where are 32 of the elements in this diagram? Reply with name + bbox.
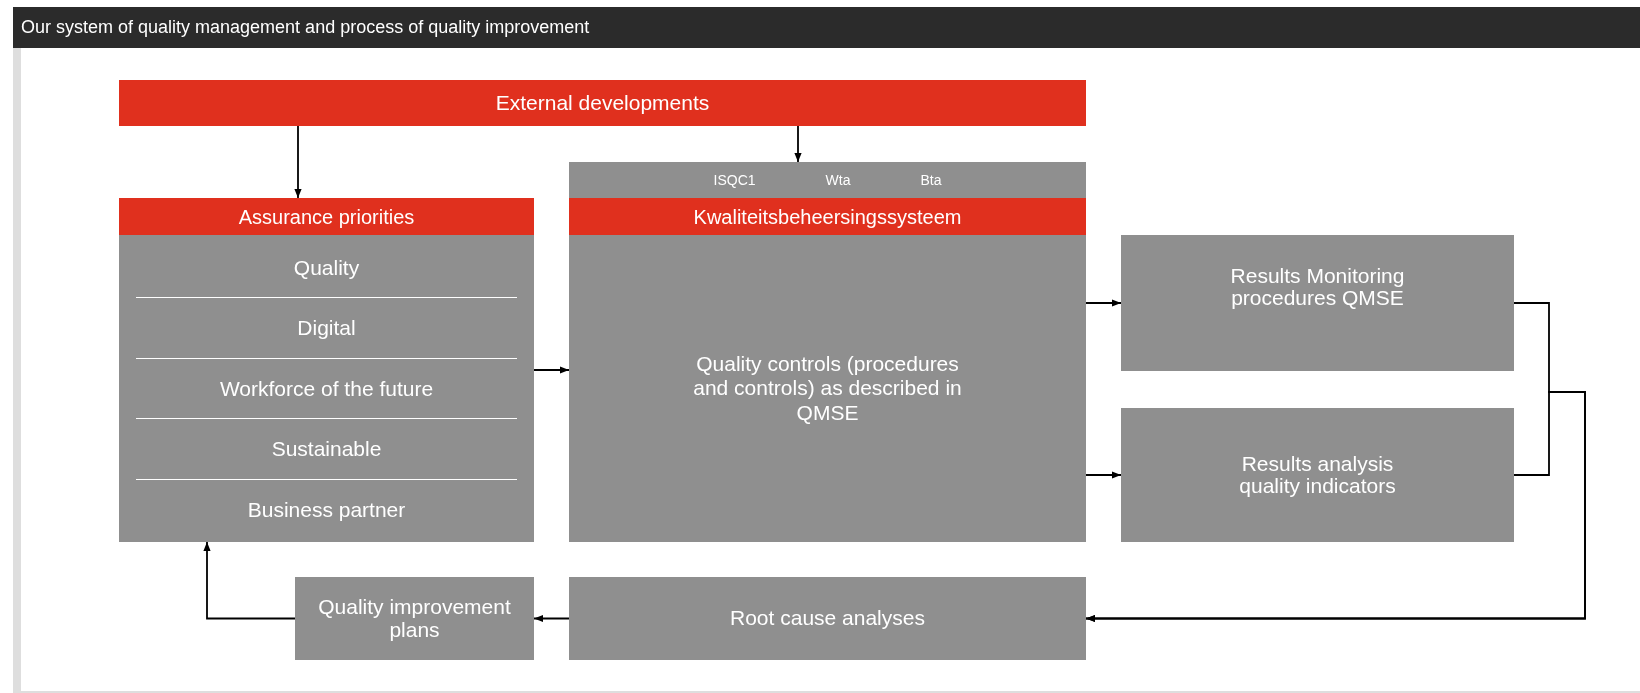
connector-arrow bbox=[533, 366, 570, 374]
connector-arrow bbox=[1085, 391, 1586, 623]
connector-arrow bbox=[294, 125, 302, 199]
band-title: External developments bbox=[495, 90, 710, 117]
panel-body-text: Quality controls (procedures and controls) as described in QMSE bbox=[692, 352, 963, 425]
process-box bbox=[569, 577, 1086, 660]
process-box bbox=[1121, 408, 1514, 542]
box-text: Root cause analyses bbox=[730, 607, 925, 630]
connector-arrow bbox=[1085, 299, 1122, 307]
list-item: Quality bbox=[293, 254, 360, 281]
process-box bbox=[1121, 235, 1514, 371]
box-text: Results Monitoring procedures QMSE bbox=[1229, 264, 1406, 311]
standard-label: Bta bbox=[920, 170, 942, 190]
connector-arrow bbox=[533, 614, 570, 623]
list-item: Sustainable bbox=[271, 436, 382, 463]
connector-arrow bbox=[1085, 471, 1122, 479]
priorities-panel bbox=[119, 198, 534, 542]
list-item: Workforce of the future bbox=[219, 375, 434, 402]
system-panel bbox=[569, 162, 1086, 542]
standard-label: ISQC1 bbox=[713, 170, 756, 190]
list-item: Business partner bbox=[247, 496, 406, 523]
header-band bbox=[119, 80, 1086, 126]
panel-title: Assurance priorities bbox=[238, 204, 415, 230]
title-text: Our system of quality management and process of quality improvement bbox=[21, 16, 590, 39]
box-text: Results analysis quality indicators bbox=[1238, 452, 1397, 498]
connector-arrow bbox=[203, 541, 296, 620]
panel-title: Kwaliteitsbeheersingssysteem bbox=[693, 204, 962, 230]
connector-arrow bbox=[794, 125, 802, 163]
standard-label: Wta bbox=[825, 170, 851, 190]
box-text: Quality improvement plans bbox=[317, 596, 512, 641]
list-item: Digital bbox=[297, 315, 356, 342]
process-box bbox=[295, 577, 534, 660]
